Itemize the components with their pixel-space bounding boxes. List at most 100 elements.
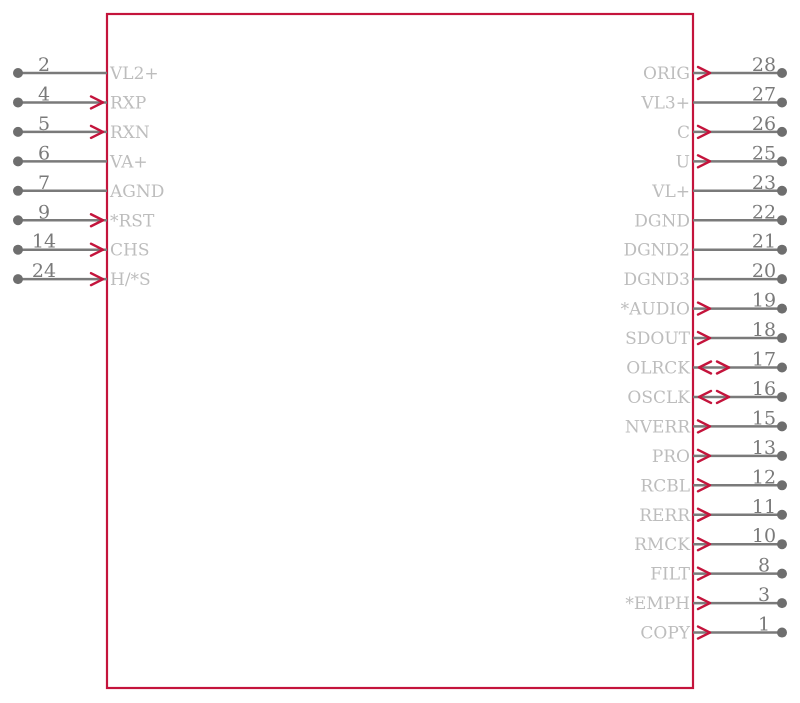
pin-end-dot[interactable] — [777, 126, 787, 137]
pin-end-dot[interactable] — [13, 97, 23, 108]
output-arrow-icon — [696, 330, 712, 346]
pin-end-dot[interactable] — [777, 568, 787, 579]
pin-end-dot[interactable] — [777, 450, 787, 461]
pin-end-dot[interactable] — [777, 274, 787, 285]
pin-end-dot[interactable] — [777, 244, 787, 255]
pin-11[interactable]: 11 RERR — [639, 496, 787, 526]
pin-end-dot[interactable] — [777, 627, 787, 638]
pin-number: 4 — [38, 83, 50, 105]
pin-end-dot[interactable] — [777, 215, 787, 226]
pin-end-dot[interactable] — [13, 185, 23, 196]
pin-end-dot[interactable] — [777, 391, 787, 402]
pin-name: SDOUT — [625, 329, 691, 349]
pin-name: FILT — [650, 565, 690, 585]
pin-end-dot[interactable] — [777, 539, 787, 550]
pin-name: OLRCK — [626, 359, 690, 379]
pin-end-dot[interactable] — [777, 421, 787, 432]
pin-name: C — [677, 123, 690, 143]
pin-end-dot[interactable] — [13, 156, 23, 167]
output-arrow-icon — [696, 507, 712, 522]
pin-number: 6 — [38, 142, 50, 164]
pin-end-dot[interactable] — [777, 156, 787, 167]
pin-end-dot[interactable] — [777, 362, 787, 373]
pin-end-dot[interactable] — [777, 185, 787, 196]
pin-number: 20 — [752, 260, 776, 282]
pin-name: VL3+ — [640, 93, 690, 113]
output-arrow-icon — [696, 301, 712, 316]
output-arrow-icon — [696, 625, 712, 640]
pin-number: 3 — [758, 584, 770, 606]
pin-name: OSCLK — [627, 388, 690, 408]
pin-end-dot[interactable] — [777, 303, 787, 314]
pin-number: 17 — [752, 349, 776, 371]
pin-end-dot[interactable] — [777, 333, 787, 344]
pin-4[interactable]: 4 RXP — [13, 83, 146, 113]
pin-27[interactable]: 27 VL3+ — [640, 83, 787, 113]
pin-end-dot[interactable] — [13, 126, 23, 137]
pin-number: 27 — [752, 83, 776, 105]
pin-end-dot[interactable] — [13, 274, 23, 285]
input-arrow-icon — [89, 271, 105, 287]
pin-end-dot[interactable] — [13, 244, 23, 255]
pin-5[interactable]: 5 RXN — [13, 113, 150, 143]
pin-number: 11 — [752, 496, 776, 518]
pin-number: 9 — [38, 201, 50, 223]
pin-3[interactable]: 3*EMPH — [625, 584, 787, 614]
pin-name: RERR — [639, 506, 691, 526]
pin-15[interactable]: 15 NVERR — [625, 407, 787, 437]
pin-16[interactable]: 16 OSCLK — [627, 378, 787, 408]
pin-end-dot[interactable] — [13, 215, 23, 226]
pin-end-dot[interactable] — [777, 509, 787, 520]
pin-number: 22 — [752, 201, 776, 223]
pin-name: COPY — [640, 624, 690, 644]
bidir-arrow-right-icon — [715, 389, 731, 405]
output-arrow-icon — [696, 65, 712, 81]
pin-number: 19 — [752, 290, 776, 312]
pin-name: DGND3 — [623, 270, 690, 290]
pin-end-dot[interactable] — [777, 68, 787, 78]
pin-name: RXN — [110, 123, 150, 143]
pin-end-dot[interactable] — [777, 97, 787, 108]
pin-9[interactable]: 9*RST — [13, 201, 155, 231]
pin-name: CHS — [110, 241, 149, 261]
pin-number: 15 — [752, 407, 776, 429]
pin-name: VL2+ — [109, 64, 159, 84]
pin-number: 16 — [752, 378, 776, 400]
pin-25[interactable]: 25U — [676, 142, 787, 172]
input-arrow-icon — [89, 242, 105, 257]
pin-14[interactable]: 14 CHS — [13, 231, 149, 261]
output-arrow-icon — [696, 566, 712, 581]
pin-name: VL+ — [651, 182, 690, 202]
pin-name: RCBL — [640, 476, 690, 496]
pin-end-dot[interactable] — [777, 598, 787, 609]
bidir-arrow-right-icon — [715, 360, 731, 375]
bidir-arrow-left-icon — [697, 360, 713, 375]
pin-name: NVERR — [625, 417, 691, 437]
pin-end-dot[interactable] — [777, 480, 787, 491]
output-arrow-icon — [696, 595, 712, 611]
pin-end-dot[interactable] — [13, 68, 23, 78]
output-arrow-icon — [696, 419, 712, 434]
pin-20[interactable]: 20 DGND3 — [623, 260, 787, 290]
pin-number: 14 — [32, 231, 56, 253]
pin-name: *AUDIO — [621, 300, 690, 320]
pin-17[interactable]: 17 OLRCK — [626, 349, 787, 379]
pin-number: 5 — [38, 113, 50, 135]
pin-19[interactable]: 19 *AUDIO — [621, 290, 787, 320]
pin-26[interactable]: 26C — [677, 113, 787, 143]
pin-name: RXP — [110, 93, 146, 113]
